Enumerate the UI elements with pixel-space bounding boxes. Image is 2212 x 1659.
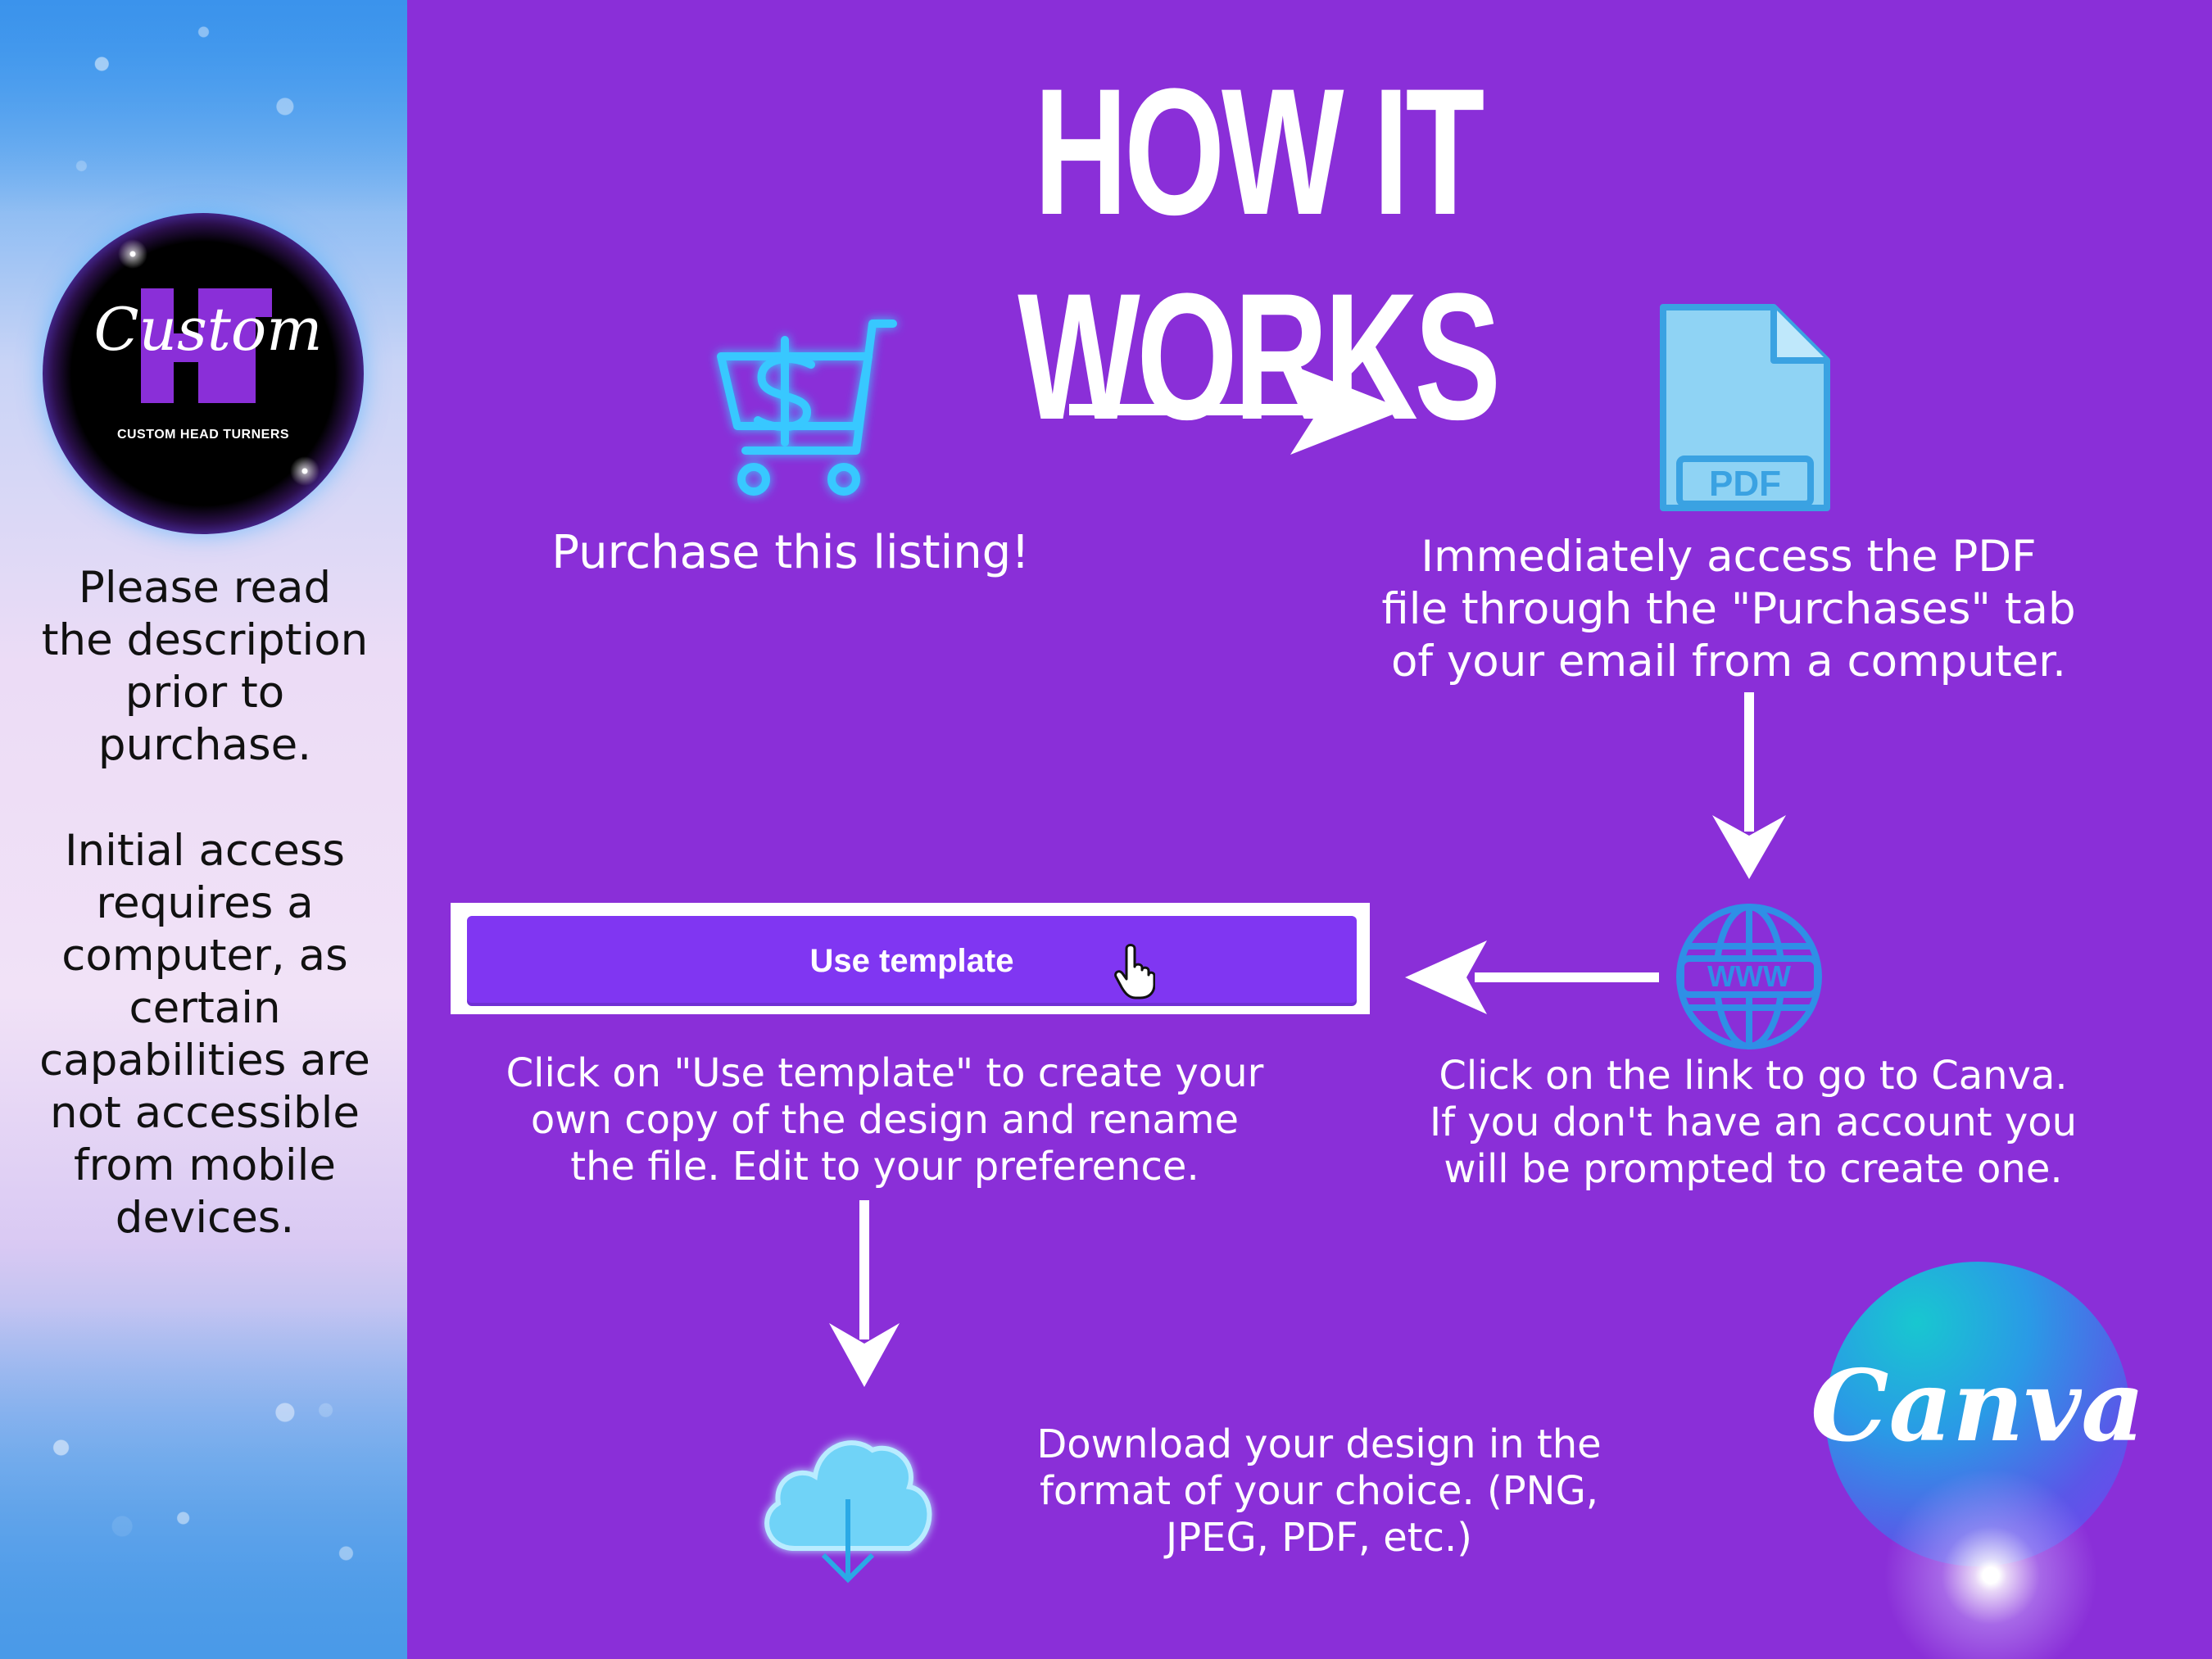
note-line: requires a [96, 878, 314, 928]
step-line: JPEG, PDF, etc.) [1166, 1515, 1472, 1561]
step-download-text: Download your design in the format of yo… [1008, 1421, 1630, 1562]
www-globe-icon: WWW [1676, 904, 1822, 1049]
glitter-bottom [0, 1307, 407, 1659]
step-line: Click on the link to go to Canva. [1439, 1053, 2068, 1099]
cloud-download-icon [764, 1440, 932, 1600]
step-line: own copy of the design and rename [530, 1097, 1240, 1143]
step-line: Click on "Use template" to create your [505, 1050, 1264, 1096]
step-line: will be prompted to create one. [1444, 1146, 2063, 1192]
logo-subtitle: CUSTOM HEAD TURNERS [116, 428, 290, 442]
canva-logo-text: Canva [1811, 1348, 2145, 1464]
brand-logo: Custom CUSTOM HEAD TURNERS [43, 213, 364, 534]
step-canva-link-text: Click on the link to go to Canva. If you… [1393, 1053, 2114, 1193]
page-title: HOW IT WORKS [1018, 51, 1501, 457]
sidebar-note-read-description: Please read the description prior to pur… [16, 562, 393, 772]
step-line: If you don't have an account you [1429, 1099, 2078, 1145]
note-line: the description [41, 615, 369, 665]
note-line: capabilities are [39, 1036, 370, 1086]
step-line: format of your choice. (PNG, [1039, 1468, 1599, 1514]
www-icon-label: WWW [1707, 959, 1791, 993]
note-line: purchase. [97, 720, 312, 770]
step-line: Download your design in the [1036, 1421, 1602, 1467]
step-line: file through the "Purchases" tab [1381, 584, 2076, 634]
shopping-cart-dollar-icon [717, 320, 897, 496]
arrow-right-icon [1069, 365, 1405, 455]
note-line: Initial access [64, 826, 346, 876]
step-line: of your email from a computer. [1390, 637, 2067, 687]
pdf-icon-label: PDF [1709, 464, 1781, 504]
note-line: prior to [125, 668, 285, 718]
step-line: Immediately access the PDF [1421, 532, 2037, 582]
step-access-pdf-text: Immediately access the PDF file through … [1327, 531, 2130, 688]
note-line: not accessible [50, 1088, 360, 1138]
use-template-label: Use template [809, 942, 1014, 979]
step-line: the file. Edit to your preference. [570, 1144, 1199, 1190]
use-template-button[interactable]: Use template [467, 916, 1357, 1006]
note-line: devices. [115, 1193, 295, 1243]
arrow-down-icon [1712, 692, 1786, 879]
sparkle-icon [116, 238, 149, 270]
step-use-template-text: Click on "Use template" to create your o… [467, 1050, 1303, 1190]
sparkle-icon [288, 455, 321, 487]
arrow-down-icon [829, 1200, 900, 1387]
note-line: certain [129, 983, 281, 1033]
hand-cursor-icon [1114, 944, 1155, 999]
logo-script-text: Custom [93, 295, 323, 364]
note-line: Please read [78, 563, 332, 613]
pdf-file-icon: PDF [1660, 304, 1830, 511]
step-purchase-text: Purchase this listing! [551, 526, 1030, 579]
note-line: computer, as [61, 931, 348, 981]
ht-monogram [141, 288, 272, 403]
arrow-left-icon [1405, 941, 1659, 1014]
lens-flare-icon [1884, 1450, 2097, 1659]
sidebar-note-computer-required: Initial access requires a computer, as c… [16, 825, 393, 1244]
note-line: from mobile [74, 1140, 336, 1190]
glitter-top [0, 0, 407, 213]
